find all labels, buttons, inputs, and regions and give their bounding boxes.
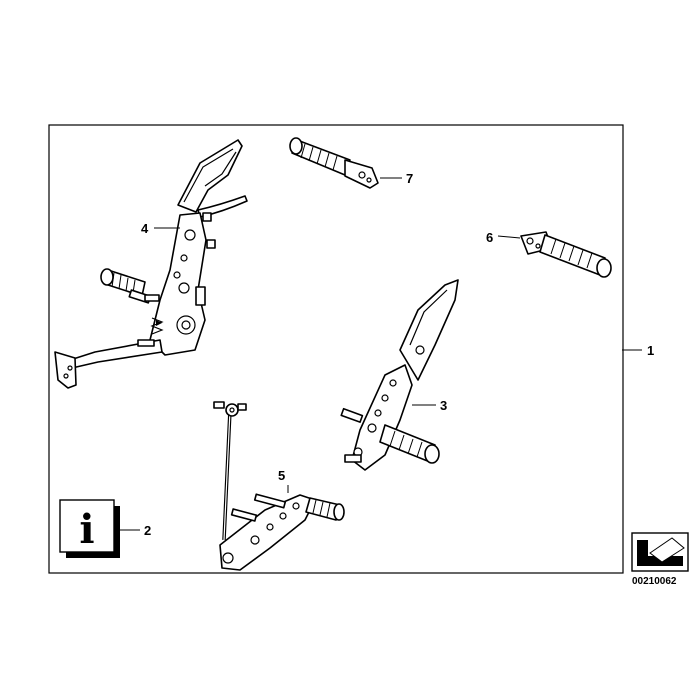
callout-6: 6 (486, 230, 493, 245)
callout-leaders (120, 177, 642, 531)
part-7-passenger-footpeg-right[interactable] (289, 137, 379, 189)
diagram-frame (48, 124, 624, 574)
document-number: 00210062 (632, 576, 677, 587)
callout-1: 1 (647, 343, 654, 358)
callout-3: 3 (440, 398, 447, 413)
part-6-passenger-footpeg-left[interactable] (520, 231, 612, 278)
callout-7: 7 (406, 171, 413, 186)
part-2-info-sheet[interactable]: i (59, 499, 120, 558)
callout-5: 5 (278, 468, 285, 483)
part-3-rider-footrest-right[interactable] (340, 279, 459, 471)
callout-2: 2 (144, 523, 151, 538)
callout-4: 4 (141, 221, 149, 236)
part-5-gear-shift-lever[interactable] (213, 401, 345, 571)
info-icon: i (79, 506, 94, 553)
part-4-rider-footrest-left[interactable] (54, 139, 248, 389)
arrow-corner-icon[interactable] (631, 532, 689, 572)
